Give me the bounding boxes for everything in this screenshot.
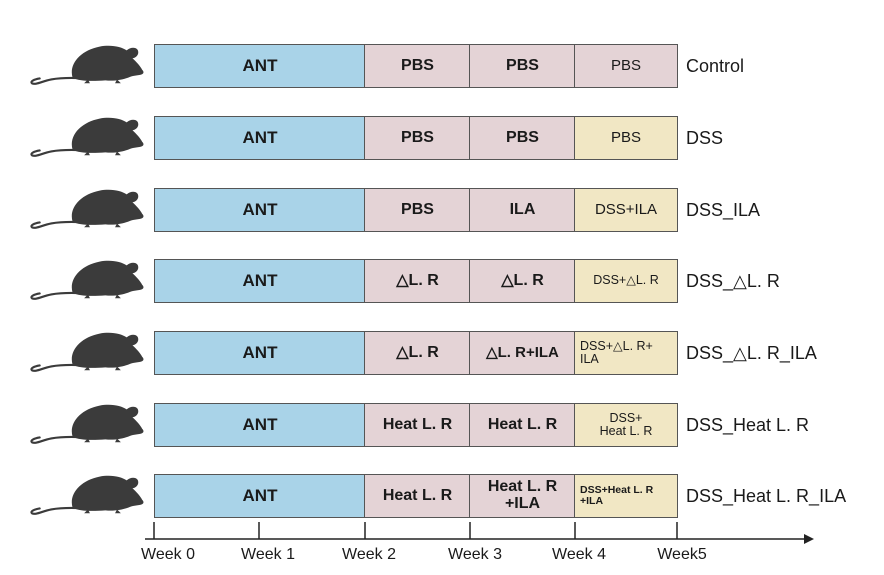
week0-1-cell: ANT xyxy=(154,403,366,447)
tick-label-week-3: Week 3 xyxy=(448,546,502,563)
group-row-control: ANT PBS PBS PBS Control xyxy=(0,44,884,90)
group-label: Control xyxy=(686,55,745,76)
week3-cell: ILA xyxy=(469,188,576,232)
week2-cell: Heat L. R xyxy=(364,403,471,447)
mouse-icon xyxy=(30,474,145,515)
week2-cell: Heat L. R xyxy=(364,474,471,518)
week0-1-cell: ANT xyxy=(154,331,366,375)
week2-cell: PBS xyxy=(364,44,471,88)
week4-cell: DSS+ILA xyxy=(574,188,678,232)
group-label: DSS_△L. R_ILA xyxy=(686,342,817,363)
mouse-icon xyxy=(30,44,145,85)
tick-label-week-4: Week 4 xyxy=(552,546,606,563)
week4-cell: DSS+△L. R+ ILA xyxy=(574,331,678,375)
week0-1-cell: ANT xyxy=(154,474,366,518)
timeline-arrowhead xyxy=(804,534,814,544)
group-row-dss-heat-lr-ila: ANT Heat L. R Heat L. R +ILA DSS+Heat L.… xyxy=(0,474,884,520)
week3-cell: △L. R xyxy=(469,259,576,303)
week0-1-cell: ANT xyxy=(154,259,366,303)
week3-cell: △L. R+ILA xyxy=(469,331,576,375)
group-row-dss-delta-lr-ila: ANT △L. R △L. R+ILA DSS+△L. R+ ILA DSS_△… xyxy=(0,331,884,377)
week3-cell: PBS xyxy=(469,44,576,88)
week4-cell: DSS+△L. R xyxy=(574,259,678,303)
group-row-dss-delta-lr: ANT △L. R △L. R DSS+△L. R DSS_△L. R xyxy=(0,259,884,305)
week4-cell: DSS+Heat L. R +ILA xyxy=(574,474,678,518)
mouse-icon xyxy=(30,403,145,444)
week3-cell: Heat L. R +ILA xyxy=(469,474,576,518)
group-label: DSS xyxy=(686,127,724,148)
tick-label-week-2: Week 2 xyxy=(342,546,396,563)
week2-cell: PBS xyxy=(364,188,471,232)
week4-cell: PBS xyxy=(574,44,678,88)
week0-1-cell: ANT xyxy=(154,44,366,88)
week0-1-cell: ANT xyxy=(154,116,366,160)
week0-1-cell: ANT xyxy=(154,188,366,232)
group-row-dss-heat-lr: ANT Heat L. R Heat L. R DSS+ Heat L. R D… xyxy=(0,403,884,449)
tick-label-week-0: Week 0 xyxy=(141,546,195,563)
tick-label-week-1: Week 1 xyxy=(241,546,295,563)
week4-cell: DSS+ Heat L. R xyxy=(574,403,678,447)
week2-cell: PBS xyxy=(364,116,471,160)
tick-label-week-5: Week5 xyxy=(657,546,707,563)
group-row-dss: ANT PBS PBS PBS DSS xyxy=(0,116,884,162)
group-label: DSS_ILA xyxy=(686,199,761,220)
mouse-icon xyxy=(30,116,145,157)
group-label: DSS_△L. R xyxy=(686,270,780,291)
mouse-icon xyxy=(30,331,145,372)
week3-cell: PBS xyxy=(469,116,576,160)
group-row-dss-ila: ANT PBS ILA DSS+ILA DSS_ILA xyxy=(0,188,884,234)
week2-cell: △L. R xyxy=(364,331,471,375)
week3-cell: Heat L. R xyxy=(469,403,576,447)
week4-cell: PBS xyxy=(574,116,678,160)
mouse-icon xyxy=(30,259,145,300)
mouse-icon xyxy=(30,188,145,229)
group-label: DSS_Heat L. R xyxy=(686,414,810,435)
week2-cell: △L. R xyxy=(364,259,471,303)
group-label: DSS_Heat L. R_ILA xyxy=(686,485,847,506)
